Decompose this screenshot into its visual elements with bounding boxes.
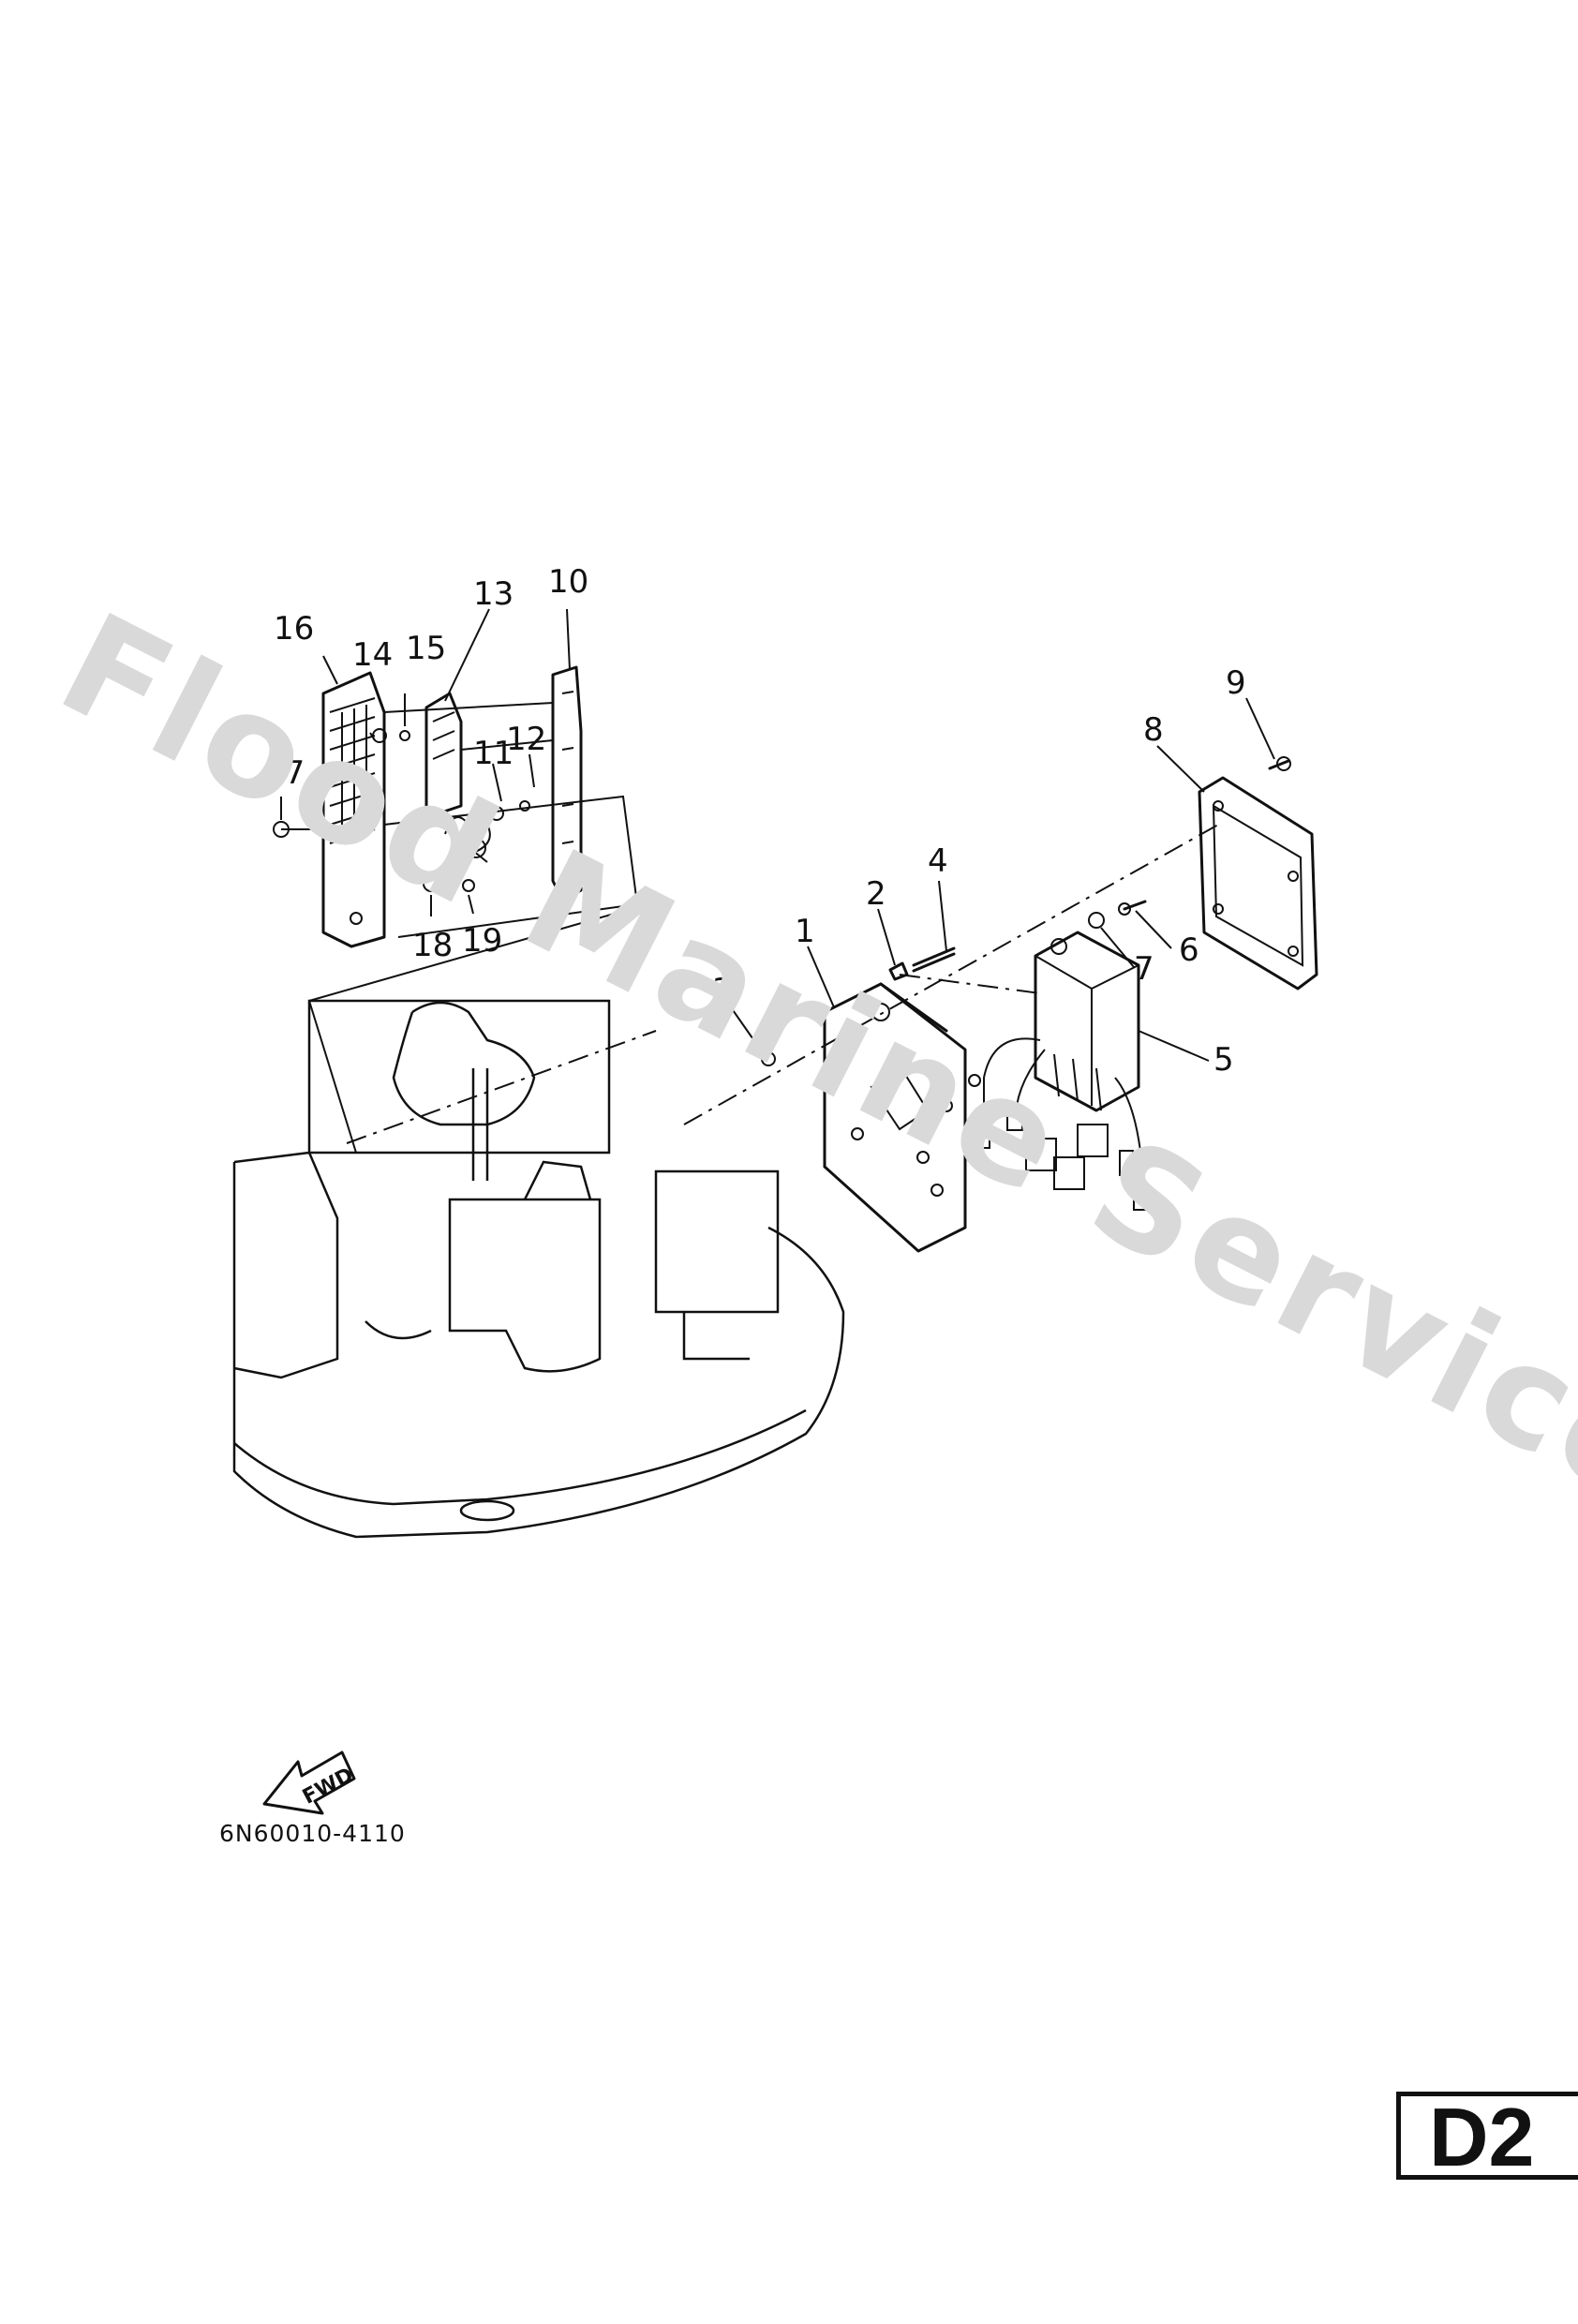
assembly-centerline-1 — [683, 824, 1219, 1125]
page-code: D2 — [1429, 2091, 1535, 2183]
rectifier-bracket-assembly — [273, 665, 639, 948]
callout-13: 13 — [473, 575, 514, 613]
assembly-centerline-2 — [899, 974, 1041, 994]
callout-labels: 1 2 3 4 5 6 7 8 9 10 11 12 13 14 15 16 1… — [264, 563, 1246, 1079]
mounting-plate — [823, 982, 967, 1253]
callout-4: 4 — [928, 842, 948, 880]
engine-outline — [232, 999, 845, 1539]
watermark: Flood Marine Services — [37, 583, 1578, 1577]
callout-2: 2 — [866, 875, 886, 913]
page-code-box: D2 — [1396, 2091, 1578, 2183]
callout-6: 6 — [1179, 931, 1199, 969]
callout-11: 11 — [473, 735, 514, 772]
figure-number: 6N60010-4110 — [219, 1820, 406, 1847]
assembly-frame-line — [308, 906, 638, 1154]
callout-15: 15 — [406, 630, 446, 667]
callout-3: 3 — [712, 972, 733, 1009]
callout-10: 10 — [548, 563, 588, 601]
callout-5: 5 — [1213, 1041, 1234, 1079]
forward-direction-arrow: FWD — [262, 1750, 358, 1815]
callout-18: 18 — [412, 927, 453, 964]
callout-12: 12 — [506, 721, 546, 758]
callout-8: 8 — [1143, 711, 1164, 749]
callout-19: 19 — [462, 922, 502, 960]
fwd-label: FWD — [299, 1764, 358, 1810]
callout-17: 17 — [264, 754, 305, 792]
leader-lines — [280, 608, 1275, 1062]
cover-plate — [1198, 776, 1318, 991]
rectifier-regulator — [968, 931, 1148, 1211]
fasteners — [761, 756, 1291, 1066]
callout-1: 1 — [795, 913, 815, 950]
callout-16: 16 — [274, 610, 314, 648]
callout-9: 9 — [1226, 664, 1246, 702]
callout-7: 7 — [1134, 950, 1154, 988]
callout-14: 14 — [352, 636, 393, 674]
